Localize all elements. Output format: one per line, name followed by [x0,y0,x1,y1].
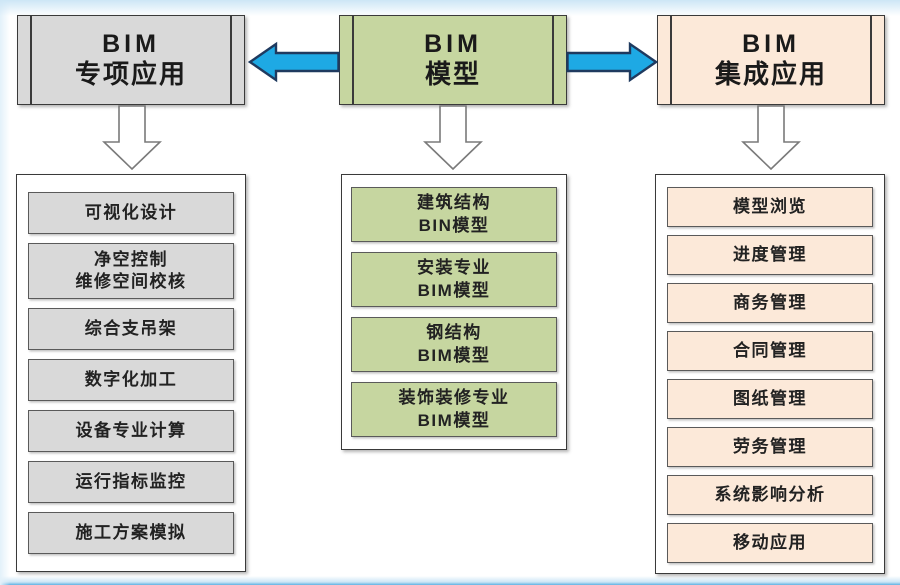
list-item-label: 数字化加工 [84,369,178,389]
list-item-label: BIN模型 [418,215,490,235]
list-item: 图纸管理 [667,379,873,419]
header-bim-special-applications: BIM 专项应用 [17,15,245,105]
list-item: 净空控制 维修空间校核 [28,243,234,299]
list-item: 装饰装修专业 BIM模型 [351,382,557,437]
list-item: 合同管理 [667,331,873,371]
header-title-line2: 模型 [424,58,481,89]
list-item-label: 净空控制 [94,249,168,269]
list-item-label: 系统影响分析 [714,484,826,504]
list-item: 劳务管理 [667,427,873,467]
list-item-label: 进度管理 [733,244,807,264]
header-title-line2: 集成应用 [714,58,827,89]
list-item-label: 建筑结构 [417,193,491,213]
header-bim-integrated-applications: BIM 集成应用 [657,15,885,105]
list-item-label: 综合支吊架 [84,318,178,338]
arrow-left-icon [248,41,340,83]
list-item: 综合支吊架 [28,308,234,350]
list-item: 商务管理 [667,283,873,323]
list-item: 进度管理 [667,235,873,275]
arrow-down-icon [423,105,483,171]
list-item: 建筑结构 BIN模型 [351,187,557,242]
list-item-label: 运行指标监控 [75,471,187,491]
arrow-down-icon [102,105,162,171]
list-item: 移动应用 [667,523,873,563]
list-item: 模型浏览 [667,187,873,227]
list-item-label: 维修空间校核 [75,272,187,291]
list-item-label: 劳务管理 [733,436,807,456]
list-item: 钢结构 BIM模型 [351,317,557,372]
header-title-line1: BIM [742,30,800,59]
list-item-label: BIM模型 [417,345,491,365]
arrow-right-icon [566,41,658,83]
list-item-label: 钢结构 [426,323,482,343]
list-item: 安装专业 BIM模型 [351,252,557,307]
list-item-label: 模型浏览 [733,196,807,216]
list-item-label: 施工方案模拟 [75,522,187,542]
list-item-label: 安装专业 [417,258,491,278]
list-item: 可视化设计 [28,192,234,234]
list-item-label: 设备专业计算 [75,420,187,440]
list-item-label: BIM模型 [417,410,491,430]
header-bim-model: BIM 模型 [339,15,567,105]
list-item-label: 图纸管理 [733,388,807,408]
panel-integrated-applications: 模型浏览 进度管理 商务管理 合同管理 图纸管理 劳务管理 系统影响分析 移动应… [655,174,885,574]
list-item-label: 合同管理 [733,340,807,360]
panel-special-applications: 可视化设计 净空控制 维修空间校核 综合支吊架 数字化加工 设备专业计算 运行指… [16,174,246,572]
list-item: 数字化加工 [28,359,234,401]
header-title-line1: BIM [424,30,482,59]
list-item-label: 装饰装修专业 [398,388,510,408]
list-item: 设备专业计算 [28,410,234,452]
list-item-label: 商务管理 [733,292,807,312]
header-title-line2: 专项应用 [74,58,187,89]
panel-bim-models: 建筑结构 BIN模型 安装专业 BIM模型 钢结构 BIM模型 装饰装修专业 B… [341,174,567,450]
arrow-down-icon [741,105,801,171]
header-title-line1: BIM [102,30,160,59]
list-item-label: 可视化设计 [84,202,178,222]
list-item: 施工方案模拟 [28,512,234,554]
list-item: 运行指标监控 [28,461,234,503]
list-item-label: 移动应用 [733,532,807,552]
list-item-label: BIM模型 [417,280,491,300]
list-item: 系统影响分析 [667,475,873,515]
